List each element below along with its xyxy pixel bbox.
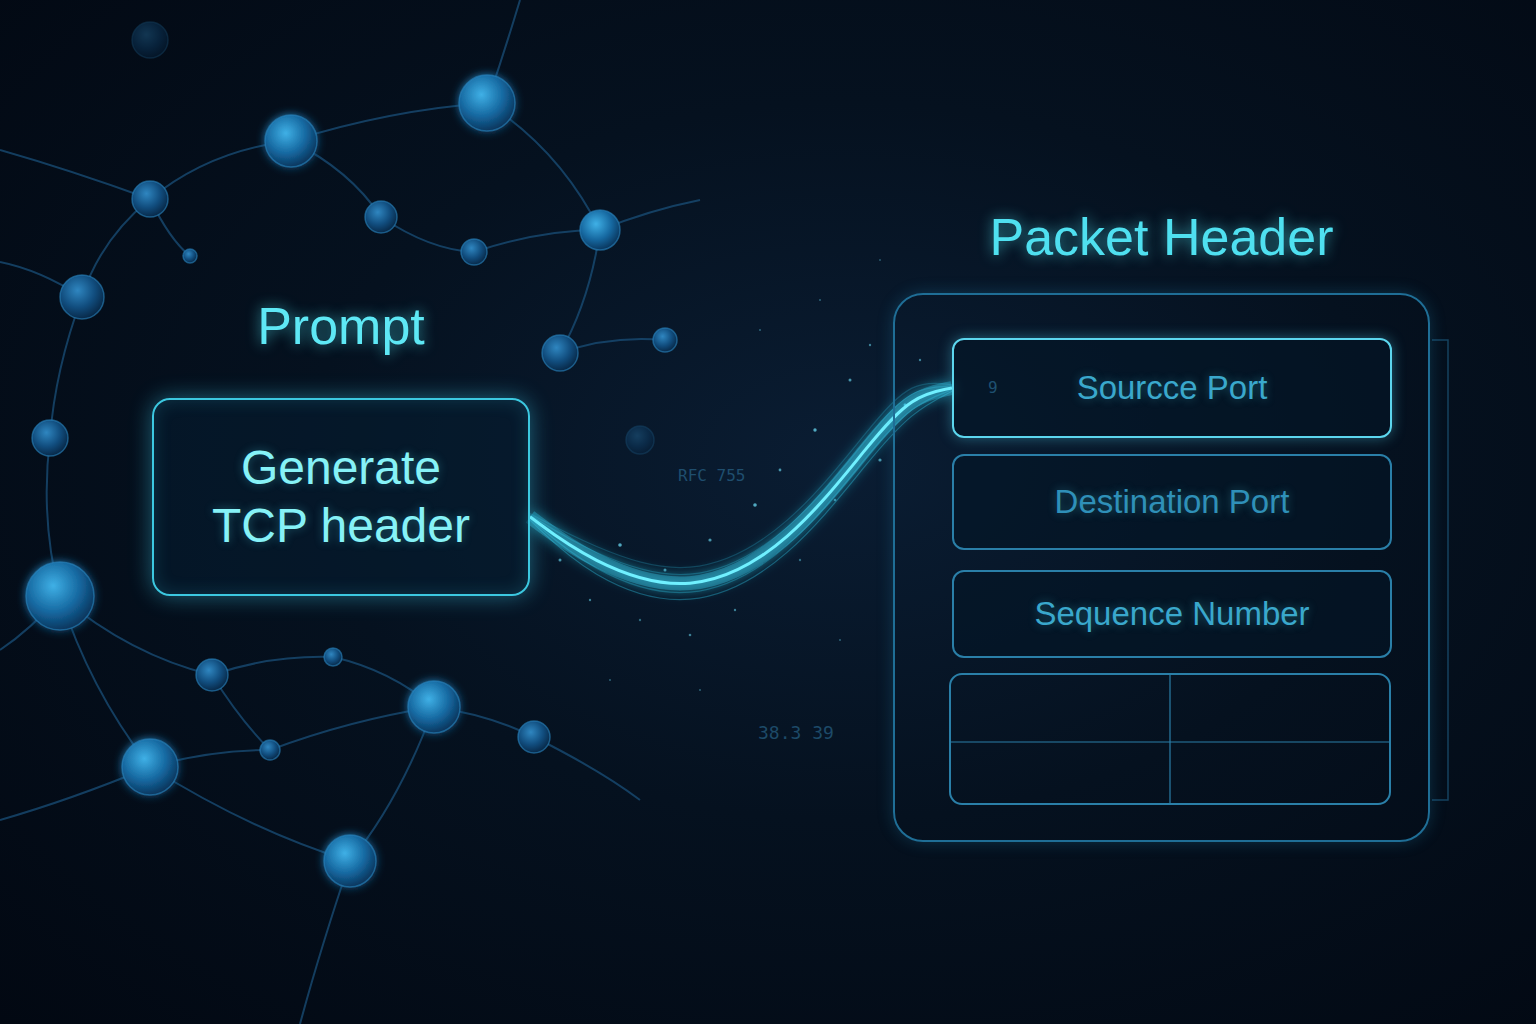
network-node [260, 740, 280, 760]
faint-annotation: RFC 755 [678, 466, 745, 485]
faint-annotation: 38.3 39 [758, 722, 834, 743]
network-node [265, 115, 317, 167]
network-node [518, 721, 550, 753]
header-field-box: Destination Port [952, 454, 1392, 550]
particle [869, 344, 871, 346]
particle [689, 634, 692, 637]
network-node [26, 562, 94, 630]
header-field-box: Sourcce Port [952, 338, 1392, 438]
particle [813, 428, 816, 431]
network-link [150, 767, 350, 861]
particle [878, 458, 881, 461]
network-node [580, 210, 620, 250]
network-node [324, 648, 342, 666]
box-text: Sourcce Port [972, 368, 1372, 408]
particle [734, 609, 736, 611]
particle [639, 619, 641, 621]
header-field-box: Sequence Number [952, 570, 1392, 658]
network-node [183, 249, 197, 263]
faint-annotation: 9 [988, 378, 998, 397]
network-link [212, 657, 333, 675]
network-link [291, 103, 487, 141]
box-heading: Prompt [154, 296, 528, 356]
network-node [324, 835, 376, 887]
table-column-line [1169, 674, 1170, 804]
network-node [542, 335, 578, 371]
particle [589, 599, 591, 601]
box-text: Generate TCP header [201, 439, 481, 554]
network-node [408, 681, 460, 733]
network-node [122, 739, 178, 795]
network-node [459, 75, 515, 131]
network-node [132, 181, 168, 217]
network-link [0, 150, 150, 199]
stream-strand [530, 383, 952, 567]
box-heading: Packet Header [895, 207, 1428, 267]
particle [919, 359, 921, 361]
network-node [626, 426, 654, 454]
box-text: Sequence Number [972, 594, 1372, 634]
particle [849, 379, 852, 382]
network-node [653, 328, 677, 352]
particle [753, 503, 757, 507]
panel-side-frame [1432, 340, 1448, 800]
network-node [60, 275, 104, 319]
data-stream [530, 383, 952, 599]
prompt-box: PromptGenerate TCP header [152, 398, 530, 596]
particle [559, 559, 562, 562]
stream-glow [530, 388, 952, 584]
box-text: Destination Port [972, 482, 1372, 522]
packet-header-panel: Packet HeaderSourcce PortDestination Por… [893, 293, 1430, 842]
particle [799, 559, 801, 561]
particle [664, 569, 667, 572]
stream-particles [559, 259, 922, 691]
data-stream-connector [530, 388, 952, 584]
particle [699, 689, 701, 691]
network-node [132, 22, 168, 58]
particle [618, 543, 622, 547]
network-links [0, 0, 700, 1024]
network-node [196, 659, 228, 691]
table-frame [950, 674, 1390, 804]
network-link [534, 737, 640, 800]
network-node [461, 239, 487, 265]
network-node [365, 201, 397, 233]
particle [708, 538, 711, 541]
particle [879, 259, 881, 261]
network-nodes [26, 22, 677, 887]
particle [609, 679, 611, 681]
particle [759, 329, 761, 331]
network-node [32, 420, 68, 456]
particle [839, 639, 841, 641]
particle [779, 469, 782, 472]
empty-field-table [950, 674, 1390, 804]
particle [819, 299, 821, 301]
